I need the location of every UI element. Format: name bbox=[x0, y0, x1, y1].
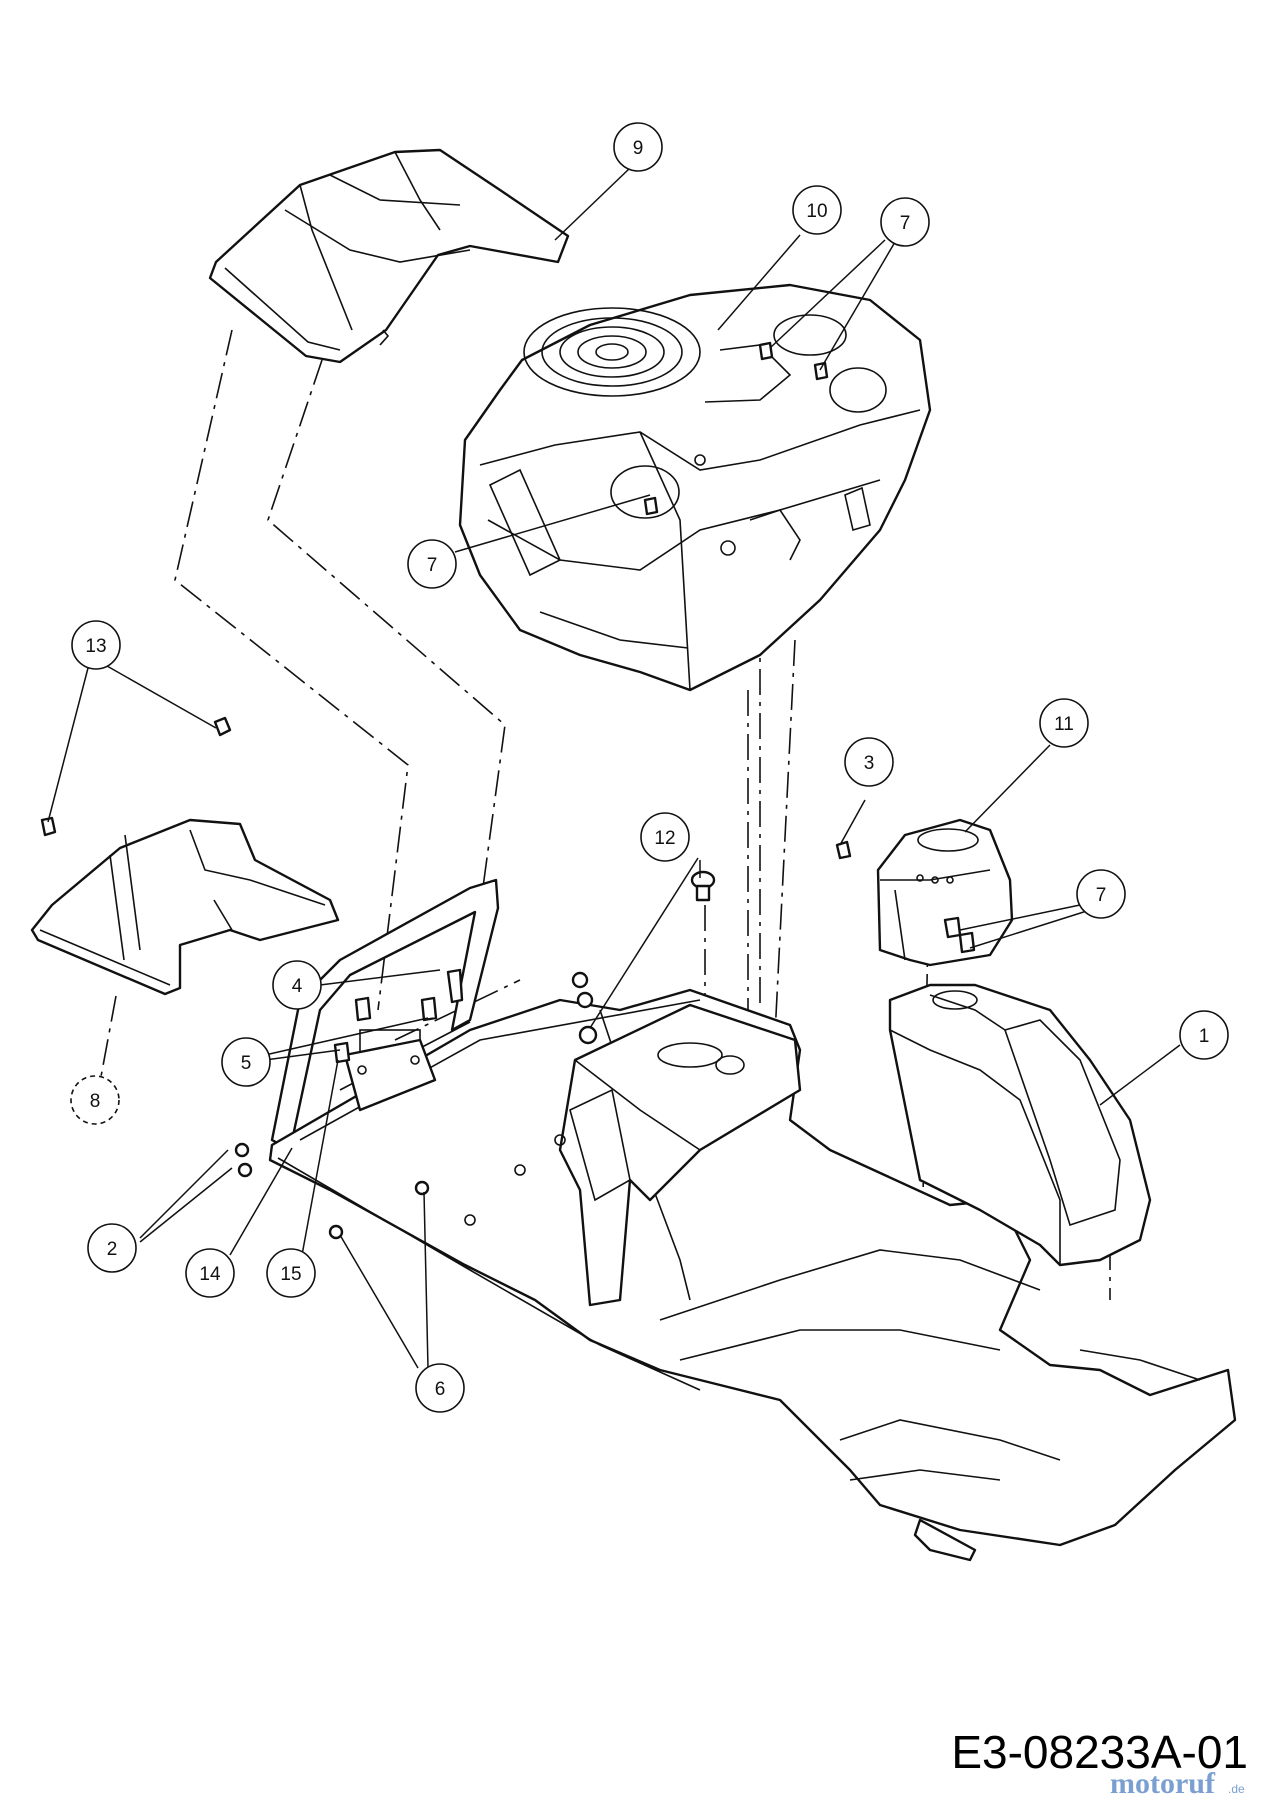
part-11-dash-top bbox=[876, 818, 1014, 967]
svg-text:9: 9 bbox=[633, 138, 644, 159]
callout-7-top: 7 bbox=[880, 197, 930, 247]
svg-text:5: 5 bbox=[241, 1053, 252, 1074]
svg-text:7: 7 bbox=[1096, 885, 1107, 906]
callout-8: 8 bbox=[70, 1075, 120, 1125]
callout-1: 1 bbox=[1179, 1010, 1229, 1060]
callout-10: 10 bbox=[792, 185, 842, 235]
part-10-main-body bbox=[458, 283, 932, 692]
svg-text:6: 6 bbox=[435, 1379, 446, 1400]
callout-7-console: 7 bbox=[1076, 869, 1126, 919]
svg-text:15: 15 bbox=[280, 1264, 301, 1285]
svg-text:.de: .de bbox=[1228, 1782, 1245, 1796]
callout-2: 2 bbox=[87, 1223, 137, 1273]
svg-text:motoruf: motoruf bbox=[1110, 1767, 1216, 1800]
svg-text:10: 10 bbox=[806, 201, 827, 222]
handle-bar bbox=[270, 878, 500, 1152]
svg-text:7: 7 bbox=[427, 555, 438, 576]
svg-text:1: 1 bbox=[1199, 1026, 1210, 1047]
svg-text:3: 3 bbox=[864, 753, 875, 774]
svg-text:4: 4 bbox=[292, 976, 303, 997]
callout-9: 9 bbox=[613, 122, 663, 172]
callout-14: 14 bbox=[185, 1248, 235, 1298]
svg-text:7: 7 bbox=[900, 213, 911, 234]
svg-text:13: 13 bbox=[85, 636, 106, 657]
part-1-steering-console bbox=[888, 983, 1152, 1267]
callout-6: 6 bbox=[415, 1363, 465, 1413]
leader-lines bbox=[47, 167, 1181, 1369]
callout-13: 13 bbox=[71, 620, 121, 670]
callout-3: 3 bbox=[844, 737, 894, 787]
svg-text:12: 12 bbox=[654, 828, 675, 849]
callout-11: 11 bbox=[1039, 698, 1089, 748]
callout-7-body: 7 bbox=[407, 539, 457, 589]
callout-15: 15 bbox=[266, 1248, 316, 1298]
chassis-frame bbox=[268, 988, 1237, 1562]
svg-text:2: 2 bbox=[107, 1239, 118, 1260]
svg-text:8: 8 bbox=[90, 1091, 101, 1112]
hardware-parts bbox=[40, 341, 976, 1240]
callout-4: 4 bbox=[272, 960, 322, 1010]
callout-12: 12 bbox=[640, 812, 690, 862]
svg-text:14: 14 bbox=[199, 1264, 221, 1285]
callout-5: 5 bbox=[221, 1037, 271, 1087]
part-13-side-panel bbox=[30, 818, 340, 996]
svg-text:11: 11 bbox=[1054, 714, 1074, 735]
drawing-code: E3-08233A-01 bbox=[951, 1726, 1248, 1778]
part-9-shroud-cover bbox=[208, 148, 570, 364]
watermark: motoruf .de bbox=[1110, 1767, 1245, 1800]
